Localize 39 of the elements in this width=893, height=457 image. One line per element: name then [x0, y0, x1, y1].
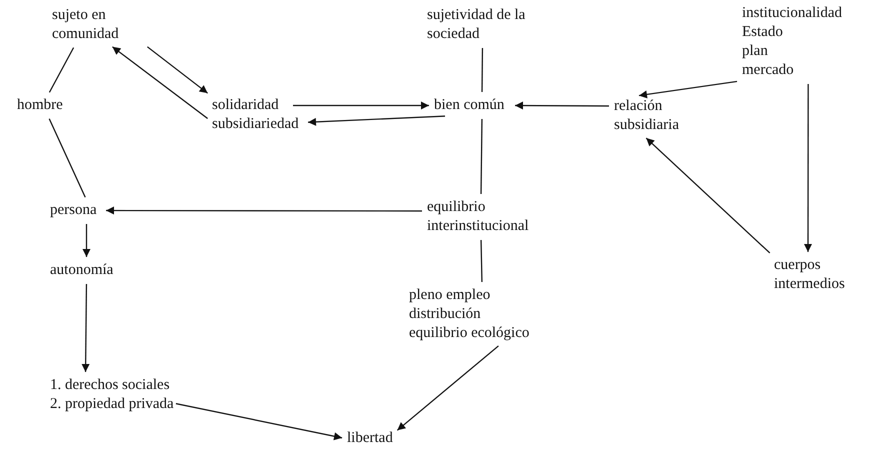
term-label: 2. propiedad privada: [50, 395, 171, 414]
concept-label: subsidiariedad: [210, 114, 305, 135]
concept-label: bien común: [432, 95, 512, 116]
concept-label: libertad: [345, 428, 395, 449]
arrow: [515, 102, 609, 110]
arrow: [176, 403, 342, 440]
term-label: distribución: [409, 305, 482, 324]
term-label: 1. derechos sociales: [50, 376, 171, 395]
connector-line: [48, 47, 74, 93]
connector-line: [480, 240, 483, 282]
arrow: [147, 46, 208, 94]
connector-line: [480, 119, 483, 194]
arrow: [106, 206, 422, 215]
arrow: [82, 284, 90, 372]
term-label: Estado: [742, 23, 784, 42]
concept-label: sujetividad de la sociedad: [425, 5, 540, 45]
arrow: [308, 116, 446, 126]
arrow: [396, 345, 499, 431]
term-label: plan: [742, 42, 769, 61]
arrow: [293, 102, 429, 110]
concept-label: hombre: [15, 95, 70, 116]
concept-label: sujeto en comunidad: [50, 5, 150, 45]
connector-line: [481, 48, 484, 92]
concept-label: relación subsidiaria: [612, 96, 692, 136]
concept-label: cuerpos intermedios: [772, 255, 847, 295]
arrow: [82, 224, 90, 257]
arrow: [804, 84, 812, 252]
arrow: [646, 138, 770, 254]
arrow: [112, 46, 208, 119]
connector-line: [48, 118, 86, 198]
concept-label: equilibrio interinstitucional: [425, 197, 565, 237]
term-label: equilibrio ecológico: [409, 324, 530, 343]
arrow: [638, 80, 738, 98]
term-label: pleno empleo: [409, 286, 492, 305]
term-label: institucionalidad: [742, 4, 843, 23]
concept-label: persona: [48, 200, 103, 221]
concept-label: autonomía: [48, 260, 118, 281]
concept-label: solidaridad: [210, 95, 290, 116]
term-label: mercado: [742, 61, 795, 80]
